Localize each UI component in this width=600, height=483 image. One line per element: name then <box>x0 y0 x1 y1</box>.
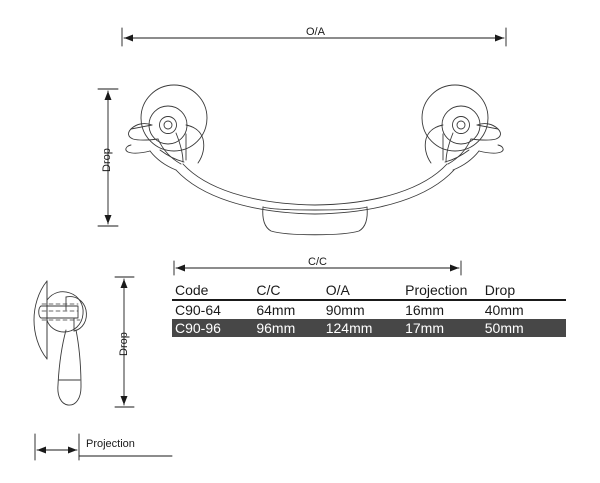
side-hidden-pin-lines <box>41 303 81 321</box>
dimension-lines <box>34 27 507 461</box>
side-fixing-shank <box>38 305 79 319</box>
right-swing-arm <box>424 123 504 171</box>
side-drop-body <box>57 329 82 406</box>
cell-drop: 40mm <box>484 300 566 319</box>
column-header-oa: O/A <box>325 282 350 298</box>
front-view-bail-handle <box>125 84 504 236</box>
dimension-overall <box>121 27 507 47</box>
column-header-cc: C/C <box>256 282 281 298</box>
bail-outer-curve <box>182 163 448 206</box>
bail-inner-curve <box>175 169 455 215</box>
column-header-code: Code <box>175 282 209 298</box>
table-row[interactable]: C90-64 64mm 90mm 16mm 40mm <box>172 300 566 319</box>
cell-oa: 124mm <box>325 319 406 337</box>
dimension-label-drop-side: Drop <box>118 332 130 356</box>
side-backplate <box>33 280 48 360</box>
column-header-drop: Drop <box>484 282 516 298</box>
left-swing-arm <box>125 123 205 171</box>
dimension-label-centre-to-centre: C/C <box>308 256 327 268</box>
side-rosette-boss <box>46 291 84 333</box>
dimension-label-drop-main: Drop <box>101 148 113 172</box>
table-header: Code C/C O/A Projection Drop <box>172 277 566 300</box>
cell-projection: 16mm <box>405 300 485 319</box>
cell-projection: 17mm <box>405 319 485 337</box>
cell-code: C90-64 <box>172 300 257 319</box>
cell-drop: 50mm <box>484 319 566 337</box>
cell-code: C90-96 <box>172 319 257 337</box>
cell-cc: 96mm <box>256 319 326 337</box>
dimension-label-overall: O/A <box>306 26 325 38</box>
right-rosette <box>421 84 489 152</box>
dimension-drop-side <box>114 276 135 408</box>
dimension-projection <box>34 433 173 461</box>
table-body: C90-64 64mm 90mm 16mm 40mm C90-96 96mm 1… <box>172 300 566 337</box>
table-header-row: Code C/C O/A Projection Drop <box>172 277 566 300</box>
bail-centre-tab <box>262 206 368 236</box>
column-header-projection: Projection <box>405 282 468 298</box>
specification-table: Code C/C O/A Projection Drop C90-64 64mm… <box>172 277 566 337</box>
cell-oa: 90mm <box>325 300 406 319</box>
dimension-label-projection: Projection <box>86 438 135 450</box>
dimension-drop-main <box>97 88 119 227</box>
side-view-bail-handle <box>33 280 87 406</box>
dimension-centre-to-centre <box>173 260 462 276</box>
cell-cc: 64mm <box>256 300 326 319</box>
left-rosette <box>140 84 208 152</box>
table-row-selected[interactable]: C90-96 96mm 124mm 17mm 50mm <box>172 319 566 337</box>
